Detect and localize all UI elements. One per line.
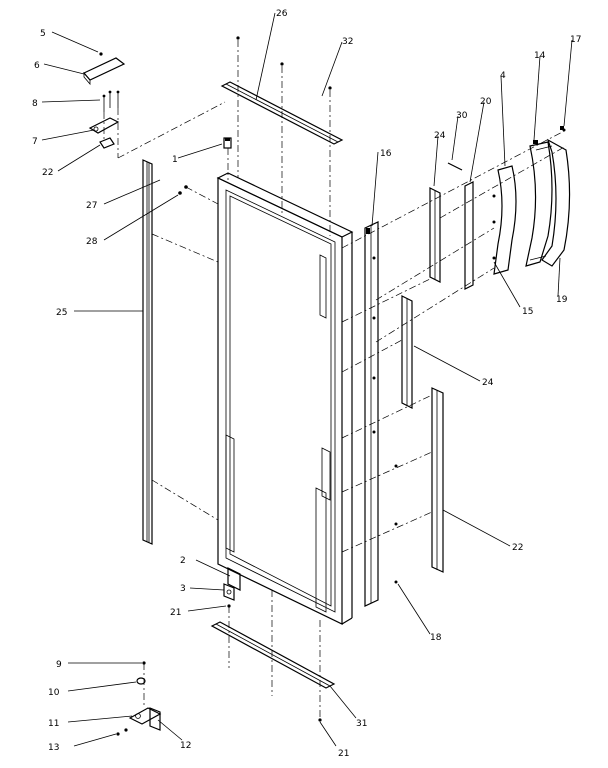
callout-29: 28 [86, 237, 98, 247]
callout-25: 24 [482, 378, 494, 388]
bottom-hinge [116, 567, 322, 736]
door-handle [493, 126, 571, 275]
screw-30 [447, 162, 463, 171]
handle-trim-24 [429, 187, 441, 283]
handle-trim-25 [401, 295, 413, 409]
callout-26: 25 [56, 308, 67, 318]
callout-19: 19 [556, 295, 568, 305]
handle-trim-22 [431, 387, 444, 573]
callout-21-bottom: 21 [338, 749, 349, 759]
callout-30: 30 [456, 111, 468, 121]
callout-3: 3 [180, 584, 186, 594]
callout-1: 1 [172, 155, 178, 165]
callout-10: 10 [48, 688, 60, 698]
callout-5: 5 [40, 29, 46, 39]
callout-17: 17 [570, 35, 581, 45]
callout-13: 13 [48, 743, 59, 753]
door-stop [178, 137, 232, 195]
callout-2: 2 [180, 556, 186, 566]
callout-8: 8 [32, 99, 38, 109]
screw-set [236, 36, 566, 584]
leader-lines [41, 12, 573, 747]
callout-11: 11 [48, 719, 59, 729]
callout-labels: 5 6 8 7 22 1 27 28 25 26 32 16 24 30 20 … [32, 9, 581, 759]
callout-18: 18 [430, 633, 442, 643]
callout-9: 9 [56, 660, 62, 670]
gasket-strip [142, 159, 153, 545]
callout-32: 32 [342, 37, 353, 47]
callout-31: 31 [356, 719, 367, 729]
top-hinge [83, 52, 126, 149]
callout-12: 12 [180, 741, 191, 751]
callout-4: 4 [500, 71, 506, 81]
door-panel [216, 172, 354, 625]
callout-16: 16 [380, 149, 392, 159]
callout-15: 15 [522, 307, 533, 317]
callout-23: 22 [42, 168, 53, 178]
callout-24: 24 [434, 131, 446, 141]
callout-20: 20 [480, 97, 492, 107]
callout-22: 22 [512, 543, 523, 553]
callout-27: 26 [276, 9, 288, 19]
spacer-20 [464, 181, 474, 290]
callout-28: 27 [86, 201, 97, 211]
bottom-trim [210, 621, 336, 689]
callout-6: 6 [34, 61, 40, 71]
callout-21-top: 21 [170, 608, 181, 618]
callout-14: 14 [534, 51, 546, 61]
liner-rail [364, 221, 379, 607]
callout-7: 7 [32, 137, 38, 147]
assembly-lines [103, 40, 567, 718]
